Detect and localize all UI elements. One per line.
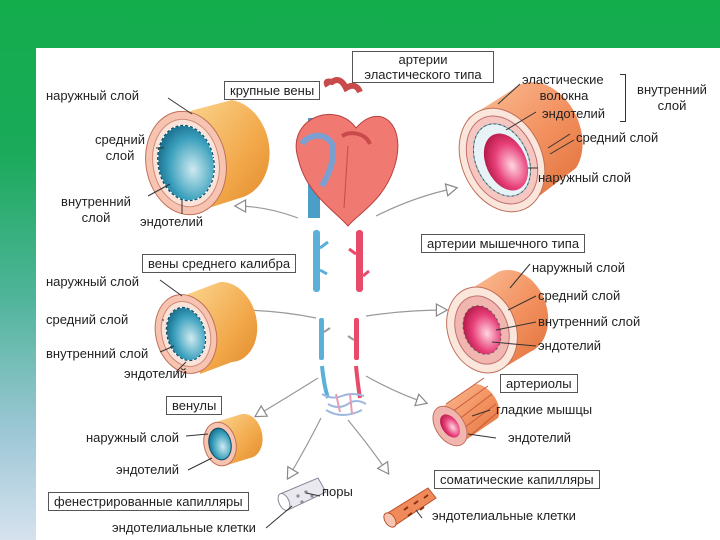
label-large-veins: крупные вены: [224, 81, 321, 100]
vessel-diagram: [145, 77, 583, 529]
lv-middle-label-1: средний: [95, 132, 145, 147]
label-fenestrated-capillaries: фенестрированные капилляры: [48, 492, 249, 511]
mv-outer-label: наружный слой: [46, 274, 139, 289]
lv-endo-label: эндотелий: [140, 214, 204, 229]
ea-inner-label-1: внутренний: [637, 82, 707, 97]
label-elastic-arteries: артерии эластического типа: [352, 51, 494, 83]
muscular-artery-cylinder: [446, 269, 549, 374]
somatic-capillary: [383, 487, 437, 528]
flow-arrows: [233, 183, 459, 481]
lv-outer-label: наружный слой: [46, 88, 139, 103]
ma-inner-label: внутренний слой: [538, 314, 641, 329]
lv-inner-label-2: слой: [81, 210, 111, 225]
leader-lines: [147, 83, 575, 529]
ea-inner-bracket: [620, 74, 626, 122]
label-muscular-arteries: артерии мышечного типа: [421, 234, 586, 253]
som-cells-label: эндотелиальные клетки: [432, 508, 576, 523]
ea-fibers-label-1: эластические: [522, 72, 604, 87]
label-venules: венулы: [166, 396, 223, 415]
ma-outer-label: наружный слой: [532, 260, 625, 275]
large-vein-cylinder: [145, 100, 270, 216]
label-arterioles: артериолы: [500, 374, 578, 393]
diagram-panel: крупные вены артерии эластического типа …: [36, 48, 720, 540]
pores-label: поры: [322, 484, 353, 499]
vessel-tree: [313, 230, 370, 416]
vn-endo-label: эндотелий: [116, 462, 180, 477]
label-elastic-arteries-line1: артерии: [398, 52, 448, 67]
ma-middle-label: средний слой: [538, 288, 621, 303]
label-elastic-arteries-line2: эластического типа: [364, 67, 482, 82]
mv-middle-label: средний слой: [46, 312, 129, 327]
ar-smooth-label: гладкие мышцы: [496, 402, 593, 417]
elastic-artery-cylinder: [458, 81, 583, 213]
ea-outer-label: наружный слой: [538, 170, 631, 185]
lv-inner-label-1: внутренний: [61, 194, 131, 209]
lv-middle-label-2: слой: [105, 148, 135, 163]
ea-endo-label: эндотелий: [542, 106, 606, 121]
venule-cylinder: [203, 413, 263, 467]
arteriole-cylinder: [432, 377, 500, 447]
vn-outer-label: наружный слой: [86, 430, 179, 445]
fen-cells-label: эндотелиальные клетки: [112, 520, 256, 535]
ea-fibers-label-2: волокна: [539, 88, 589, 103]
medium-vein-cylinder: [154, 281, 258, 374]
mv-endo-label: эндотелий: [124, 366, 188, 381]
ar-endo-label: эндотелий: [508, 430, 572, 445]
ma-endo-label: эндотелий: [538, 338, 602, 353]
mv-inner-label: внутренний слой: [46, 346, 149, 361]
ea-inner-label-2: слой: [657, 98, 687, 113]
label-somatic-capillaries: соматические капилляры: [434, 470, 600, 489]
ea-middle-label: средний слой: [576, 130, 659, 145]
label-medium-veins: вены среднего калибра: [142, 254, 297, 273]
fenestrated-capillary: [277, 477, 327, 511]
heart: [295, 77, 399, 227]
